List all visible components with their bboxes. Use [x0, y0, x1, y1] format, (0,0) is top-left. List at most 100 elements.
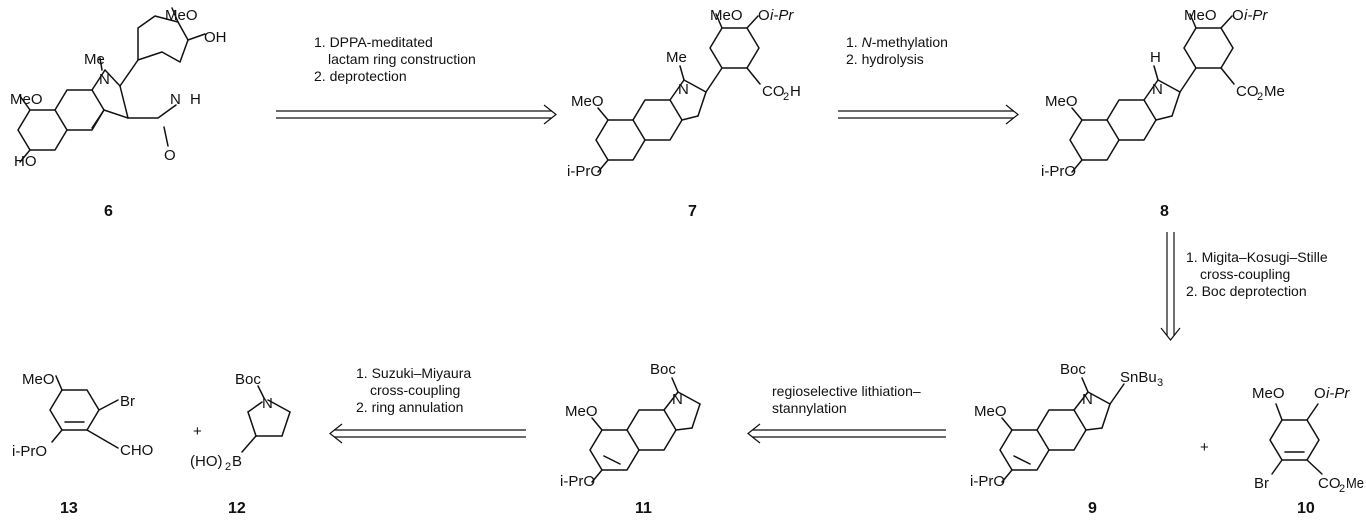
retro-arrow-step-5	[329, 423, 526, 444]
compound-7-carboxy-2: 2	[783, 91, 789, 103]
compound-13-formyl: CHO	[120, 442, 153, 459]
compound-6-hydroxy-top: OH	[204, 29, 227, 46]
compound-13-bromo: Br	[120, 393, 135, 410]
compound-8-isopropoxy-left: i-PrO	[1041, 163, 1076, 180]
compound-9-stannyl: SnBu	[1120, 369, 1157, 386]
retro-arrow-step-4	[747, 423, 946, 444]
compound-10-ester-2: 2	[1339, 483, 1345, 495]
compound-10-ester-co: CO	[1318, 475, 1341, 492]
step-2-line-2: 2. hydrolysis	[846, 51, 924, 67]
compound-11-boc: Boc	[650, 361, 676, 378]
compound-8-label: 8	[1160, 203, 1169, 220]
compound-12-label: 12	[228, 500, 246, 517]
compound-7-methoxy-left: MeO	[571, 93, 604, 110]
compound-11-methoxy: MeO	[565, 403, 598, 420]
compound-7-carboxy-co: CO	[762, 83, 785, 100]
compound-7-isopropoxy-o: O	[758, 7, 770, 24]
step-2-line-1: 1. N-methylation	[846, 34, 948, 50]
compound-11-isopropoxy: i-PrO	[560, 473, 595, 490]
compound-12-boc: Boc	[235, 371, 261, 388]
compound-6-methoxy-left: MeO	[10, 91, 43, 108]
plus-sign-left: +	[193, 423, 202, 440]
step-2-line-1-n: N	[862, 34, 873, 50]
compound-9: Boc N SnBu 3 MeO i-PrO 9	[970, 361, 1163, 517]
compound-8-methoxy-left: MeO	[1045, 93, 1078, 110]
compound-9-bonds	[999, 377, 1125, 483]
compound-6-carbonyl-o: O	[164, 147, 176, 164]
compound-9-label: 9	[1088, 500, 1097, 517]
compound-12-dihydroxy-2: 2	[225, 461, 231, 473]
retro-arrow-step-1	[276, 104, 557, 125]
compound-6-lactam-n: N	[170, 91, 181, 108]
step-4-line-1: regioselective lithiation–	[772, 383, 921, 399]
compound-7: MeO O i-Pr Me N CO 2 H MeO i-PrO 7	[567, 7, 801, 220]
compound-6-methoxy-top: MeO	[165, 7, 198, 24]
compound-7-n-methyl: Me	[666, 49, 687, 66]
retro-arrow-step-3	[1160, 232, 1181, 341]
step-2-line-1-prefix: 1.	[846, 34, 862, 50]
step-3-line-1: 1. Migita–Kosugi–Stille	[1186, 249, 1328, 265]
step-3-line-3: 2. Boc deprotection	[1186, 283, 1307, 299]
step-1-line-2: lactam ring construction	[328, 51, 476, 67]
compound-12-boron: B	[232, 453, 242, 470]
compound-7-carboxy-h: H	[790, 83, 801, 100]
step-5-line-2: cross-coupling	[370, 382, 460, 398]
compound-10-ester-me: Me	[1346, 475, 1364, 492]
compound-6-n-methyl: Me	[84, 51, 105, 68]
compound-11-bonds	[589, 377, 701, 483]
compound-10-isopropoxy-o: O	[1314, 385, 1326, 402]
compound-11-indole-n: N	[672, 391, 683, 408]
step-5-line-1: 1. Suzuki–Miyaura	[356, 365, 471, 381]
compound-6-indole-n: N	[99, 71, 110, 88]
compound-11-label: 11	[635, 500, 652, 517]
compound-7-label: 7	[688, 203, 697, 220]
compound-8-indole-n: N	[1152, 81, 1163, 98]
compound-8-ester-co: CO	[1236, 83, 1259, 100]
compound-7-bonds	[595, 13, 761, 173]
plus-sign-right: +	[1200, 439, 1209, 456]
compound-13-bonds	[49, 375, 119, 449]
compound-10: MeO O i-Pr Br CO 2 Me 10	[1252, 385, 1364, 517]
compound-13-methoxy: MeO	[22, 371, 55, 388]
compound-13-label: 13	[60, 500, 78, 517]
compound-11: Boc N MeO i-PrO 11	[560, 361, 701, 517]
compound-6-label: 6	[104, 203, 113, 220]
step-1-line-1: 1. DPPA-meditated	[314, 34, 433, 50]
compound-12-bonds	[241, 385, 291, 453]
step-4-line-2: stannylation	[772, 400, 847, 416]
compound-7-isopropoxy-left: i-PrO	[567, 163, 602, 180]
compound-6-bonds	[17, 7, 206, 163]
step-3-line-2: cross-coupling	[1200, 266, 1290, 282]
compound-10-methoxy: MeO	[1252, 385, 1285, 402]
step-2-line-1-suffix: -methylation	[872, 34, 948, 50]
compound-12-dihydroxy: (HO)	[190, 453, 223, 470]
compound-6-hydroxy-left: HO	[14, 153, 37, 170]
compound-7-indole-n: N	[678, 81, 689, 98]
compound-6: MeO OH Me N N H MeO HO O 6	[10, 7, 227, 220]
compound-12: Boc N (HO) 2 B 12	[190, 371, 291, 517]
step-1-line-3: 2. deprotection	[314, 68, 407, 84]
compound-13: MeO Br i-PrO CHO 13	[12, 371, 153, 517]
compound-8-isopropoxy-o: O	[1232, 7, 1244, 24]
compound-8-ester-2: 2	[1257, 91, 1263, 103]
compound-8-ester-me: Me	[1264, 83, 1285, 100]
compound-10-bromo: Br	[1254, 475, 1269, 492]
compound-10-isopropoxy-r: i-Pr	[1326, 385, 1350, 402]
compound-9-boc: Boc	[1060, 361, 1086, 378]
retro-arrow-step-2	[838, 104, 1019, 125]
compound-8-isopropoxy-r: i-Pr	[1244, 7, 1268, 24]
compound-10-label: 10	[1297, 500, 1315, 517]
compound-12-pyrrole-n: N	[262, 395, 273, 412]
compound-6-lactam-h: H	[190, 91, 201, 108]
compound-7-isopropoxy-r: i-Pr	[770, 7, 794, 24]
compound-10-bonds	[1269, 403, 1323, 475]
compound-8-methoxy-top: MeO	[1184, 7, 1217, 24]
compound-7-methoxy-top: MeO	[710, 7, 743, 24]
compound-13-isopropoxy: i-PrO	[12, 443, 47, 460]
compound-9-isopropoxy: i-PrO	[970, 473, 1005, 490]
step-5-line-3: 2. ring annulation	[356, 399, 463, 415]
compound-8: MeO O i-Pr H N CO 2 Me MeO i-PrO 8	[1041, 7, 1285, 220]
compound-8-n-hydrogen: H	[1150, 49, 1161, 66]
